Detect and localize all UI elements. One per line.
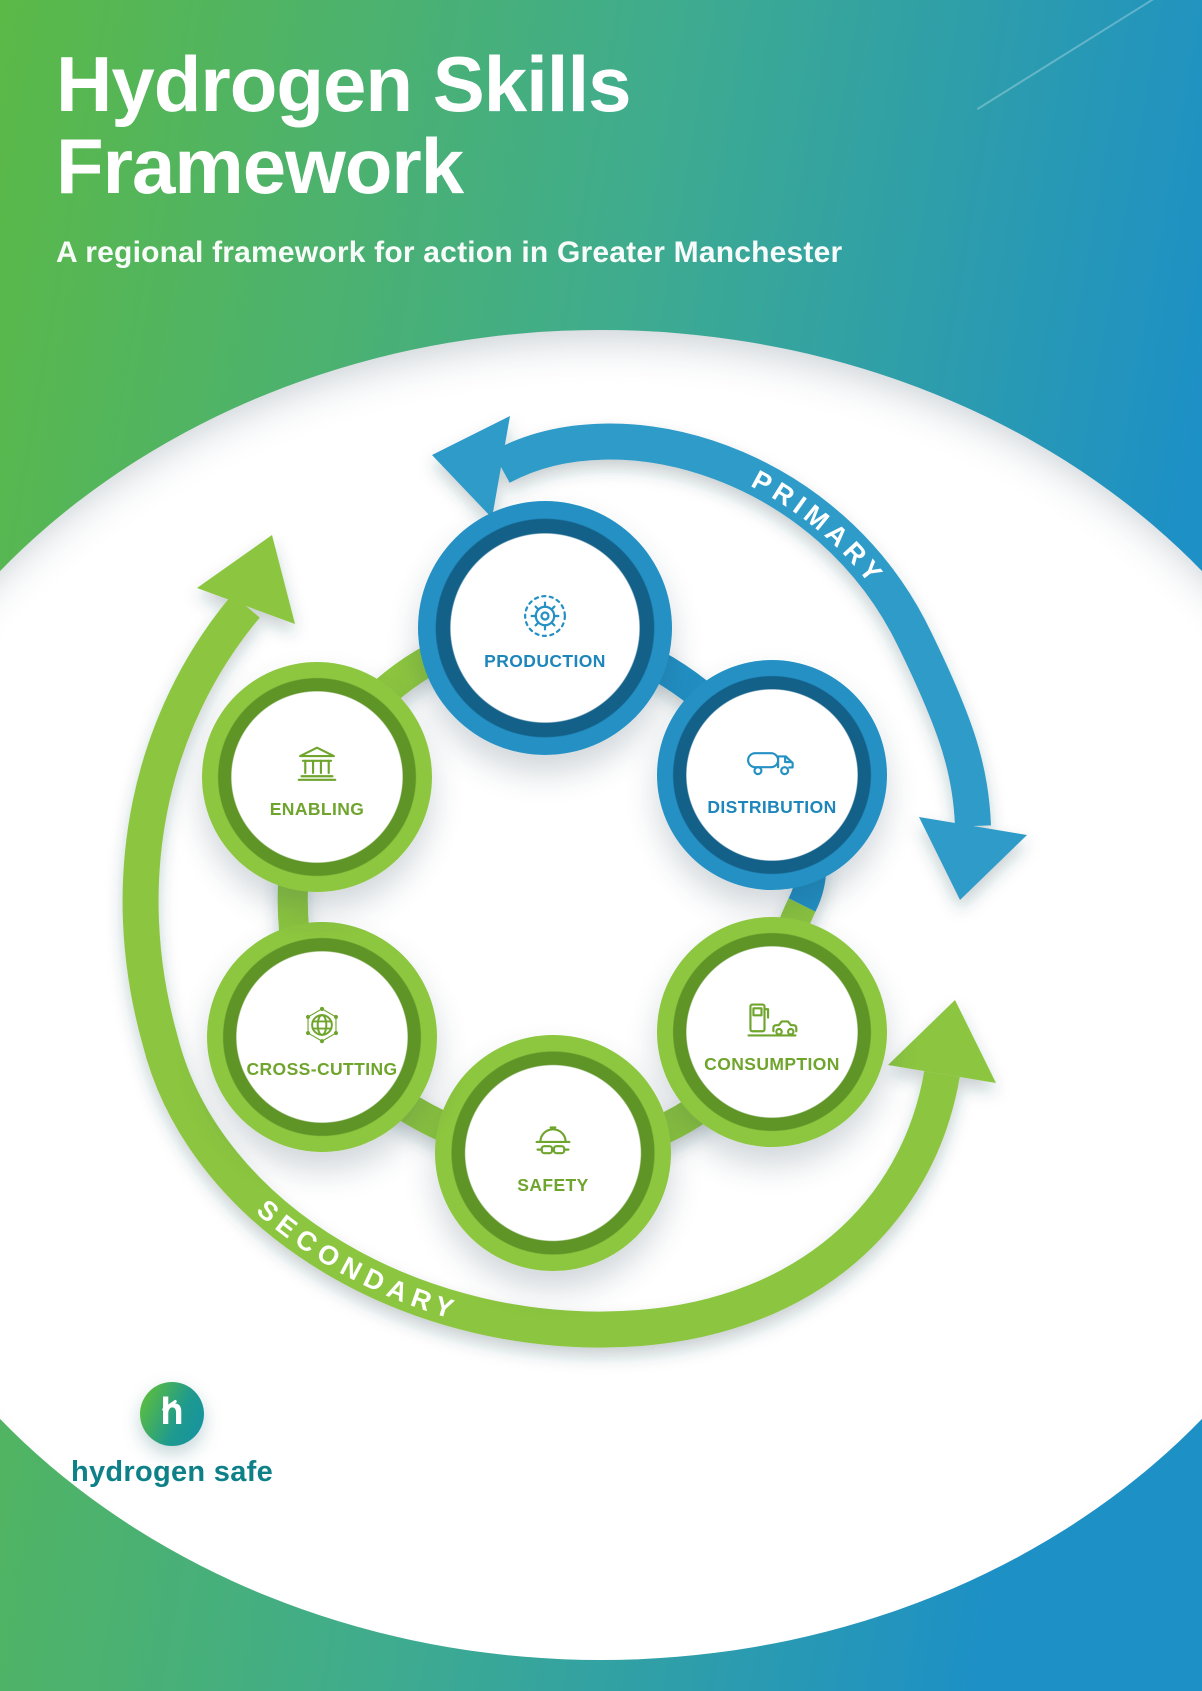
node-production-content: PRODUCTION	[484, 585, 606, 672]
hard-hat-goggles-icon	[523, 1111, 583, 1171]
tanker-truck-icon	[742, 733, 802, 793]
page-subtitle: A regional framework for action in Great…	[56, 235, 843, 269]
node-enabling-content: ENABLING	[270, 735, 365, 820]
node-production: PRODUCTION	[418, 501, 672, 755]
globe-network-icon	[292, 995, 352, 1055]
node-consumption: CONSUMPTION	[657, 917, 887, 1147]
node-distribution: DISTRIBUTION	[657, 660, 887, 890]
node-cross-cutting: CROSS-CUTTING	[207, 922, 437, 1152]
node-cross-cutting-label: CROSS-CUTTING	[246, 1058, 398, 1079]
fuel-pump-car-icon	[742, 990, 802, 1050]
institution-building-icon	[287, 735, 347, 795]
hydrogen-safe-wordmark: hydrogen safe	[70, 1456, 274, 1488]
node-consumption-label: CONSUMPTION	[704, 1053, 840, 1074]
node-safety-content: SAFETY	[517, 1111, 588, 1196]
node-cross-cutting-content: CROSS-CUTTING	[246, 995, 397, 1080]
node-enabling-label: ENABLING	[269, 798, 365, 819]
logo-monogram: h	[160, 1391, 184, 1433]
hydrogen-safe-logo: h hydrogen safe	[52, 1382, 292, 1489]
node-distribution-content: DISTRIBUTION	[707, 733, 836, 818]
gear-cycle-icon	[514, 585, 576, 647]
node-enabling: ENABLING	[202, 662, 432, 892]
corner-accent-line	[976, 0, 1202, 111]
header: Hydrogen Skills Framework A regional fra…	[56, 40, 876, 270]
hydrogen-safe-logo-icon: h	[140, 1382, 204, 1446]
node-safety-label: SAFETY	[517, 1174, 589, 1195]
page-title: Hydrogen Skills Framework	[56, 40, 632, 210]
node-production-label: PRODUCTION	[484, 650, 606, 671]
node-safety: SAFETY	[435, 1035, 671, 1271]
node-distribution-label: DISTRIBUTION	[707, 796, 837, 817]
node-consumption-content: CONSUMPTION	[704, 990, 840, 1075]
